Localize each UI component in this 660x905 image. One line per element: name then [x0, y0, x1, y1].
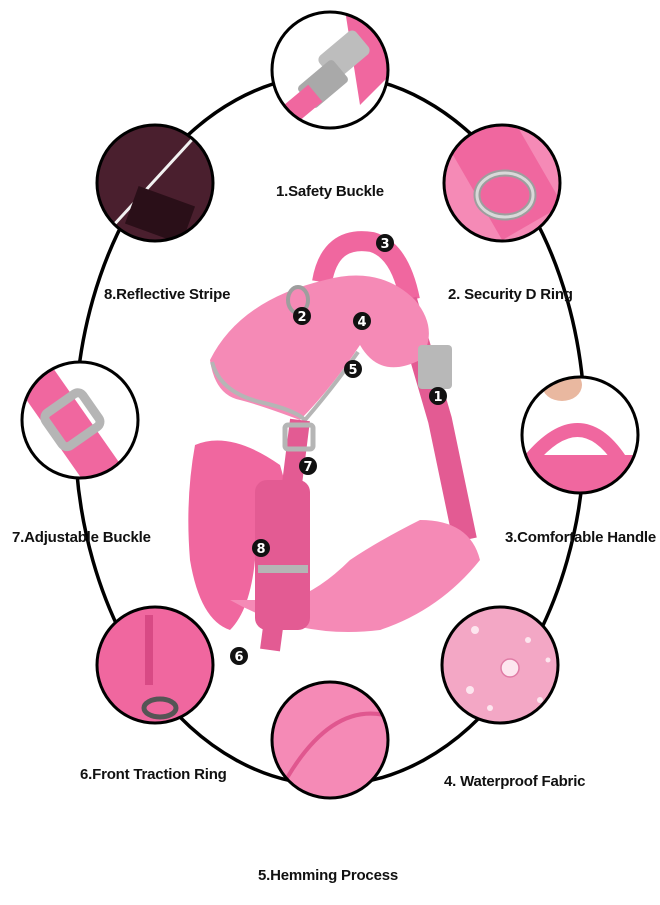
detail-reflective-stripe — [95, 123, 215, 243]
marker-4: 4 — [353, 312, 371, 330]
harness-illustration — [188, 231, 480, 652]
detail-front-ring — [95, 605, 215, 725]
detail-d-ring — [442, 123, 562, 243]
marker-8: 8 — [252, 539, 270, 557]
label-reflective-stripe: 8.Reflective Stripe — [104, 286, 231, 303]
svg-text:5: 5 — [348, 363, 357, 378]
label-adjustable-buckle: 7.Adjustable Buckle — [12, 529, 151, 546]
marker-1: 1 — [429, 387, 447, 405]
label-safety-buckle: 1.Safety Buckle — [276, 183, 384, 200]
svg-text:1: 1 — [433, 390, 442, 405]
svg-text:3: 3 — [380, 237, 389, 252]
svg-text:4: 4 — [357, 315, 366, 330]
detail-handle — [520, 375, 640, 495]
marker-3: 3 — [376, 234, 394, 252]
marker-2: 2 — [293, 307, 311, 325]
marker-6: 6 — [230, 647, 248, 665]
marker-5: 5 — [344, 360, 362, 378]
svg-text:2: 2 — [297, 310, 306, 325]
detail-waterproof-fabric — [440, 605, 560, 725]
detail-adjustable-buckle — [20, 360, 140, 480]
svg-text:7: 7 — [303, 460, 312, 475]
label-security-d-ring: 2. Security D Ring — [448, 286, 573, 303]
svg-text:8: 8 — [256, 542, 265, 557]
svg-text:6: 6 — [234, 650, 243, 665]
detail-safety-buckle — [270, 10, 390, 130]
label-waterproof-fabric: 4. Waterproof Fabric — [444, 773, 586, 790]
label-comfortable-handle: 3.Comfortable Handle — [505, 529, 657, 546]
label-hemming-process: 5.Hemming Process — [258, 867, 398, 884]
marker-7: 7 — [299, 457, 317, 475]
detail-hemming — [270, 680, 390, 800]
label-front-traction-ring: 6.Front Traction Ring — [80, 766, 227, 783]
